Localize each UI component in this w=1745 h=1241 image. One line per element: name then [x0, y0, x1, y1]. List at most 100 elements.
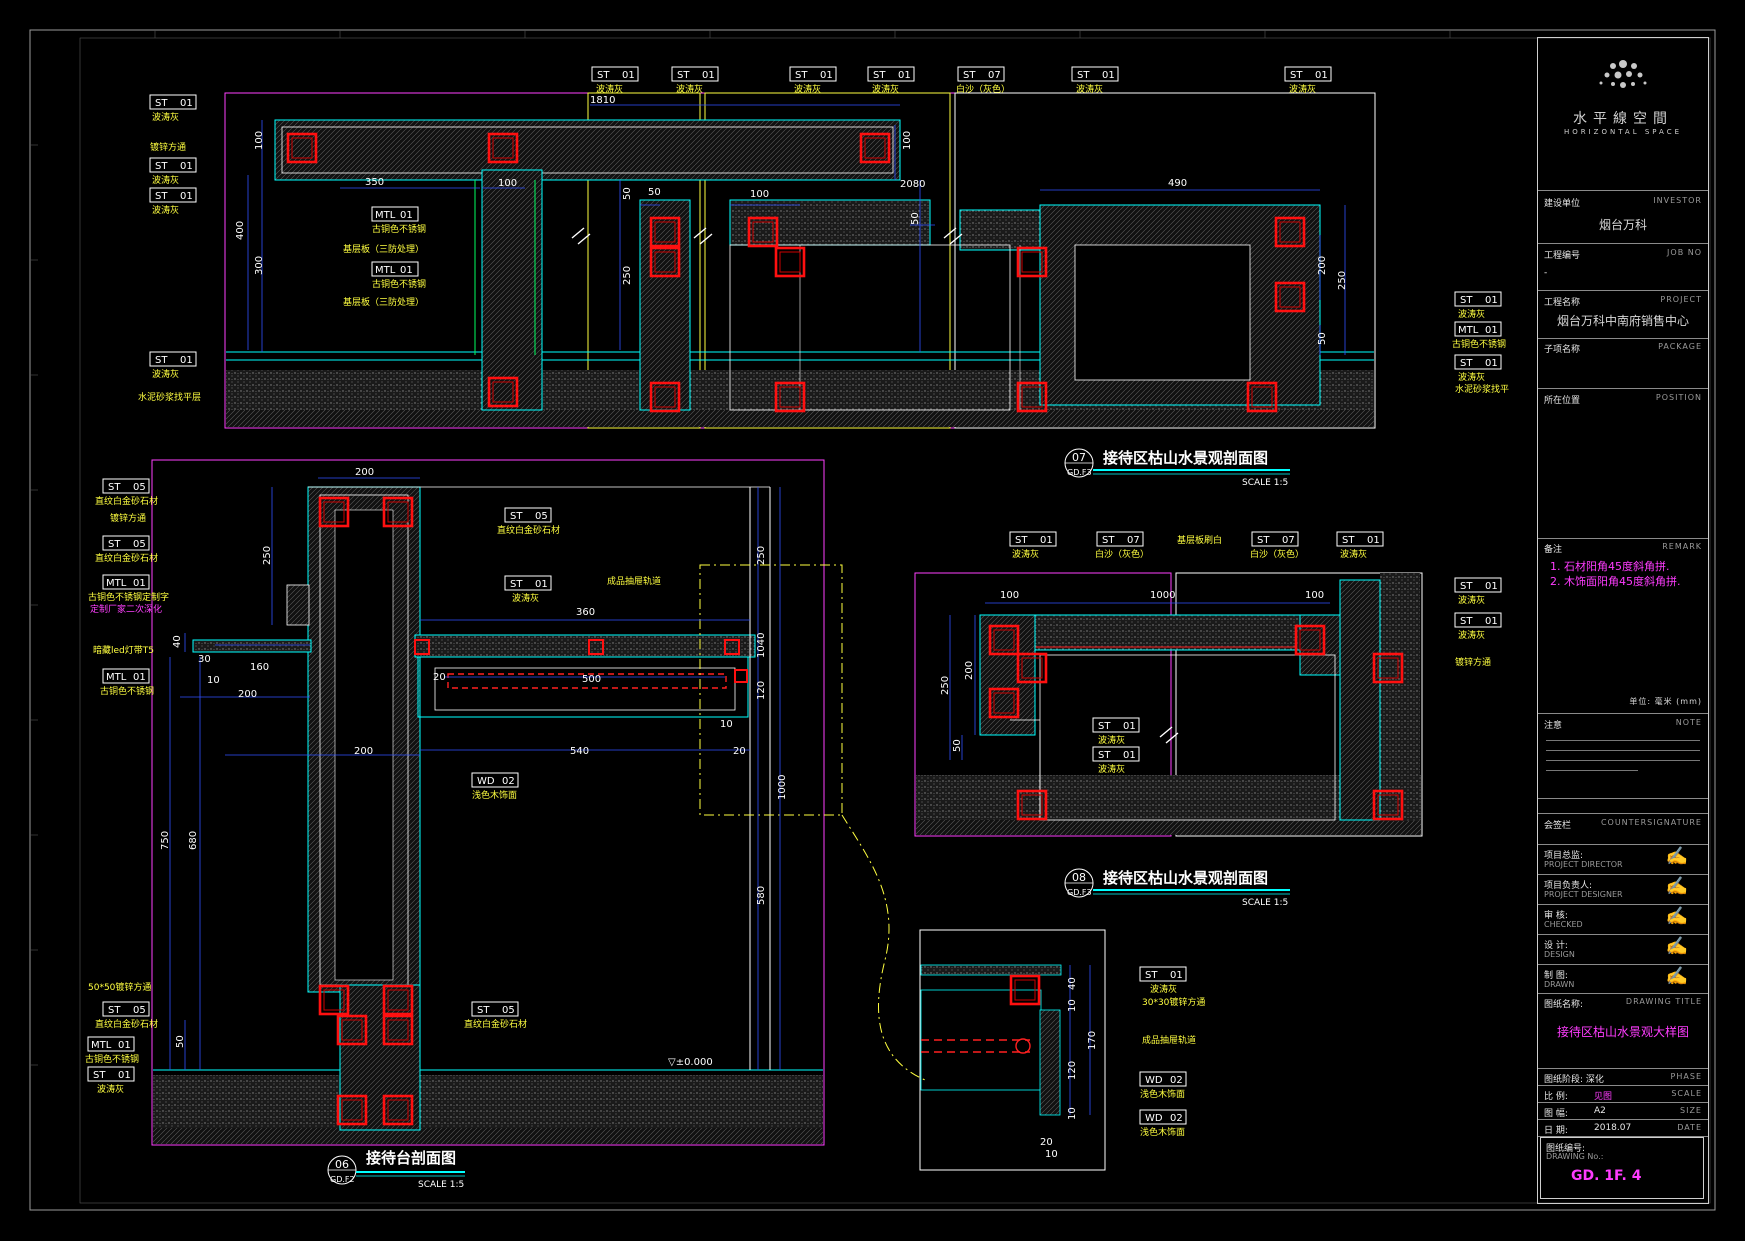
detail-drawing	[919, 929, 1106, 1171]
svg-text:WD: WD	[1145, 1075, 1163, 1086]
drawn-label-en: DRAWN	[1544, 980, 1575, 989]
label-drawer: 成品抽屉轨道	[607, 575, 661, 587]
svg-text:ST: ST	[1077, 70, 1090, 81]
phase-label: 图纸阶段: 深化	[1544, 1075, 1604, 1085]
svg-text:08: 08	[1072, 871, 1086, 884]
svg-text:01: 01	[1170, 970, 1183, 981]
svg-text:200: 200	[355, 467, 374, 478]
company-logo-icon	[1593, 58, 1653, 98]
drawing-no-label: 图纸编号:	[1546, 1144, 1586, 1154]
svg-text:40: 40	[172, 635, 183, 648]
job-label-en: JOB NO	[1667, 248, 1702, 257]
director-signature-icon: ✍	[1665, 846, 1688, 867]
svg-text:波涛灰: 波涛灰	[512, 592, 539, 604]
svg-text:100: 100	[750, 189, 769, 200]
svg-text:07: 07	[1127, 535, 1140, 546]
svg-text:ST: ST	[1098, 750, 1111, 761]
svg-text:直纹白金砂石材: 直纹白金砂石材	[95, 552, 158, 564]
svg-text:直纹白金砂石材: 直纹白金砂石材	[464, 1018, 527, 1030]
svg-text:10: 10	[1067, 1107, 1078, 1120]
label-steel-tube: 镀锌方通	[150, 141, 186, 153]
drawing-no-label-en: DRAWING No.:	[1546, 1152, 1604, 1161]
drawing-no-value: GD. 1F. 4	[1571, 1168, 1642, 1184]
svg-text:直纹白金砂石材: 直纹白金砂石材	[95, 495, 158, 507]
svg-text:浅色木饰面: 浅色木饰面	[1140, 1088, 1185, 1100]
svg-text:白沙（灰色）: 白沙（灰色）	[1095, 548, 1149, 560]
svg-text:SCALE 1:5: SCALE 1:5	[1242, 478, 1288, 488]
svg-text:250: 250	[756, 546, 767, 565]
svg-text:300: 300	[254, 256, 265, 275]
svg-text:02: 02	[1170, 1075, 1183, 1086]
svg-text:ST: ST	[108, 482, 121, 493]
date-label-en: DATE	[1677, 1123, 1702, 1132]
svg-text:SCALE 1:5: SCALE 1:5	[1242, 898, 1288, 908]
unit-text: 单位: 毫米 (mm)	[1629, 697, 1702, 706]
svg-text:01: 01	[535, 579, 548, 590]
director-label: 项目总监:	[1544, 851, 1584, 861]
svg-text:20: 20	[1040, 1137, 1053, 1148]
svg-text:WD: WD	[1145, 1113, 1163, 1124]
design-signature-icon: ✍	[1665, 936, 1688, 957]
svg-text:01: 01	[400, 265, 413, 276]
svg-text:MTL: MTL	[106, 672, 127, 683]
svg-text:ST: ST	[1257, 535, 1270, 546]
countersign-label: 会签栏	[1544, 821, 1572, 831]
svg-text:ST: ST	[963, 70, 976, 81]
note-label-en: NOTE	[1675, 718, 1702, 727]
svg-text:01: 01	[180, 98, 193, 109]
svg-text:直纹白金砂石材: 直纹白金砂石材	[95, 1018, 158, 1030]
label-mtl-custom: 古铜色不锈钢定制字	[88, 591, 169, 603]
svg-text:200: 200	[964, 661, 975, 680]
svg-text:01: 01	[1123, 721, 1136, 732]
dims-section-06: 200 250 360 40 30 160 10 200 20 500 200 …	[160, 467, 788, 1048]
svg-text:波涛灰: 波涛灰	[676, 83, 703, 95]
svg-text:100: 100	[498, 178, 517, 189]
svg-text:浅色木饰面: 浅色木饰面	[1140, 1126, 1185, 1138]
svg-text:ST: ST	[108, 539, 121, 550]
date-value: 2018.07	[1594, 1123, 1632, 1133]
label-steel-tube2: 镀锌方通	[1455, 656, 1491, 668]
tag-wd02: WD 02 浅色木饰面	[1139, 1109, 1187, 1138]
label-tube50: 50*50镀锌方通	[88, 981, 151, 993]
svg-text:01: 01	[898, 70, 911, 81]
size-label: 图 幅:	[1544, 1109, 1568, 1119]
svg-text:05: 05	[133, 1005, 146, 1016]
note-text-block	[1546, 735, 1700, 783]
label-cement: 水泥砂浆找平层	[138, 391, 201, 403]
svg-text:20: 20	[733, 746, 746, 757]
svg-text:02: 02	[1170, 1113, 1183, 1124]
svg-text:250: 250	[940, 676, 951, 695]
svg-text:1000: 1000	[1150, 590, 1175, 601]
section-title-06: 06 GD.F2 接待台剖面图 SCALE 1:5	[327, 1149, 465, 1190]
svg-text:07: 07	[1072, 451, 1086, 464]
svg-text:540: 540	[570, 746, 589, 757]
svg-text:波涛灰: 波涛灰	[1289, 83, 1316, 95]
svg-text:50: 50	[1317, 332, 1328, 345]
position-label: 所在位置	[1544, 396, 1581, 406]
svg-text:MTL: MTL	[106, 578, 127, 589]
drawn-label: 制 图:	[1544, 971, 1568, 981]
section-title-08: 08 GD.F3 接待区枯山水景观剖面图 SCALE 1:5	[1064, 868, 1290, 908]
project-value: 烟台万科中南府销售中心	[1556, 314, 1689, 328]
remark-label: 备注	[1544, 545, 1563, 555]
svg-text:GD.F2: GD.F2	[330, 1175, 355, 1184]
